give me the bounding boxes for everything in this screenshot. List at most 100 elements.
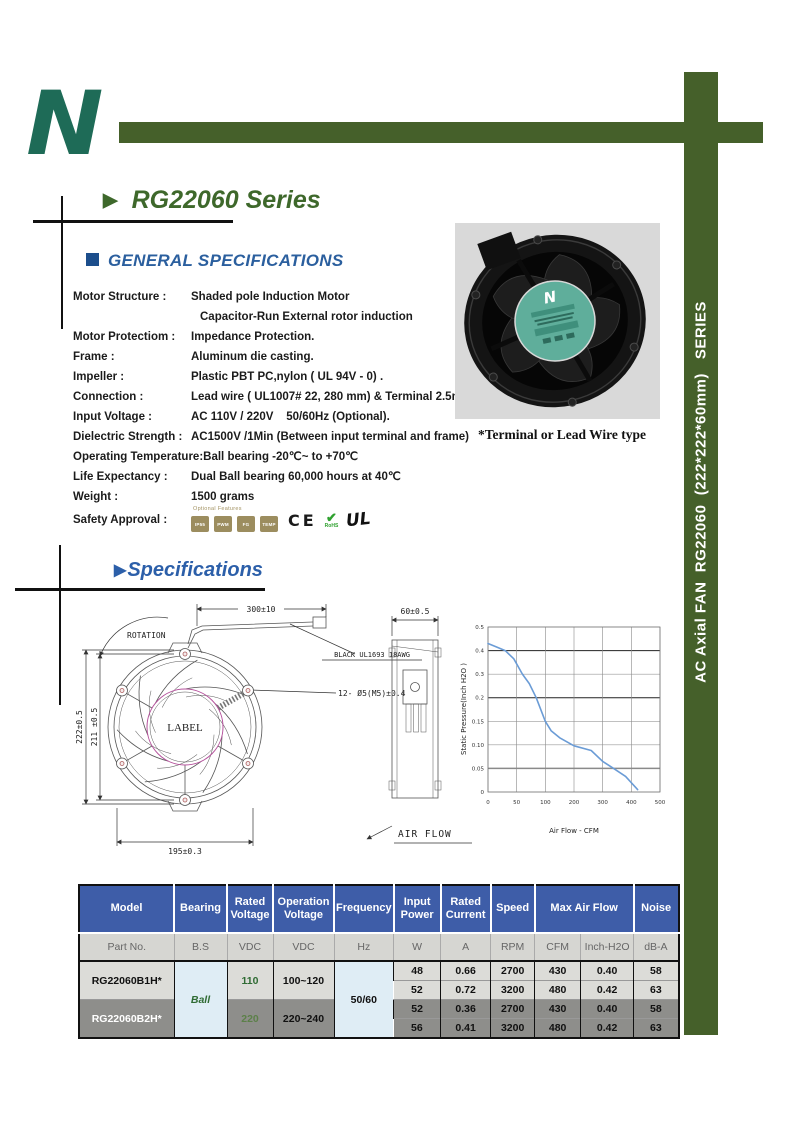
- value-cell: 52: [393, 980, 441, 1000]
- spec-value: Aluminum die casting.: [191, 351, 314, 363]
- bottom-dim-label: 195±0.3: [168, 847, 202, 856]
- x-tick-label: 200: [569, 800, 580, 806]
- value-cell: 48: [393, 960, 441, 981]
- approval-badge: FG: [237, 516, 255, 532]
- header-cell: Rated Voltage: [226, 885, 273, 934]
- header-cell: Input Power: [392, 885, 441, 934]
- unit-cell: A: [440, 932, 491, 962]
- crosshair-vertical-2: [59, 545, 61, 705]
- value-cell: 0.42: [580, 1018, 634, 1038]
- safety-approval-row: Safety Approval : Optional Features IP55…: [63, 506, 372, 532]
- model-cell: RG22060B1H*: [79, 960, 174, 1000]
- spec-value: AC1500V /1Min (Between input terminal an…: [191, 431, 469, 443]
- spec-label: Dielectric Strength :: [73, 431, 183, 443]
- value-cell: 3200: [490, 980, 535, 1000]
- badge-label: FG: [242, 521, 250, 527]
- y-tick-label: 0.15: [472, 719, 485, 725]
- spec-label: Operating Temperature:: [73, 451, 204, 463]
- fan-blade: [184, 686, 246, 703]
- bearing-cell: Ball: [173, 960, 227, 1038]
- fan-label-band-2: [534, 320, 579, 337]
- rated-voltage-cell: 110: [226, 960, 273, 1000]
- spec-value: 1500 grams: [191, 491, 255, 503]
- side-bar: [684, 72, 718, 1035]
- general-specifications-text: GENERAL SPECIFICATIONS: [108, 251, 344, 270]
- unit-cell: Hz: [333, 932, 394, 962]
- y-tick-label: 0.5: [475, 625, 484, 631]
- rohs-check-icon: ✔: [326, 510, 337, 525]
- spec-label: Motor Protectiom :: [73, 331, 176, 343]
- spec-row: Operating Temperature:Ball bearing -20℃~…: [63, 447, 483, 467]
- y-tick-label: 0.10: [472, 743, 485, 749]
- wire-connector: [312, 616, 327, 629]
- spec-value: Ball bearing -20℃~ to +70℃: [203, 451, 359, 463]
- spec-value: Capacitor-Run External rotor induction: [200, 311, 413, 323]
- outer-dim-label: 222±0.5: [75, 710, 84, 744]
- spec-row: Life Expectancy :Dual Ball bearing 60,00…: [63, 467, 483, 487]
- approval-badge: IP55: [191, 516, 209, 532]
- value-cell: 2700: [490, 960, 535, 981]
- triangle-bullet-icon: ▶: [114, 562, 127, 579]
- specifications-text: Specifications: [127, 559, 263, 581]
- unit-cell: W: [393, 932, 441, 962]
- value-cell: 0.40: [580, 999, 634, 1019]
- spec-label: Motor Structure :: [73, 291, 167, 303]
- rim-screws: [471, 235, 639, 407]
- product-photo: N: [455, 223, 660, 419]
- value-cell: 430: [534, 960, 581, 981]
- value-cell: 0.41: [440, 1018, 491, 1038]
- badge-label: TEMP: [262, 521, 276, 527]
- fan-blades: [116, 659, 248, 793]
- frequency-cell: 50/60: [333, 960, 394, 1038]
- spec-row: Dielectric Strength : AC1500V /1Min (Betw…: [63, 427, 483, 447]
- value-cell: 0.42: [580, 980, 634, 1000]
- badge-label: IP55: [194, 521, 206, 527]
- value-cell: 3200: [490, 1018, 535, 1038]
- spec-row: Frame :Aluminum die casting.: [63, 347, 483, 367]
- fan-photo-illustration: N: [464, 231, 646, 408]
- unit-cell: VDC: [226, 932, 273, 962]
- spec-label: Impeller :: [73, 371, 125, 383]
- spec-row: Impeller :Plastic PBT PC,nylon ( UL 94V …: [63, 367, 483, 387]
- wire-spec-label: BLACK UL1693 18AWG: [334, 651, 410, 659]
- unit-cell: Part No.: [79, 932, 174, 962]
- spec-label: Weight :: [73, 491, 119, 503]
- y-tick-label: 0.05: [472, 766, 485, 772]
- fan-blade: [199, 734, 223, 793]
- series-title: ▶RG22060 Series: [103, 186, 321, 215]
- header-cell: Rated Current: [439, 885, 491, 934]
- sidebar-series-text: AC Axial FAN RG22060 (222*222*60mm) SERI…: [692, 301, 710, 683]
- pressure-curve: [487, 642, 639, 791]
- value-cell: 63: [633, 980, 679, 1000]
- struts: [123, 689, 248, 797]
- fan-blade: [144, 754, 202, 783]
- safety-approval-label: Safety Approval :: [73, 514, 168, 526]
- value-cell: 0.36: [440, 999, 491, 1019]
- fan-blade: [116, 729, 172, 762]
- spec-value: Lead wire ( UL1007# 22, 280 mm) & Termin…: [191, 391, 476, 403]
- square-bullet-icon: [86, 253, 99, 266]
- rotation-label: ROTATION: [127, 631, 166, 640]
- spec-value: Shaded pole Induction Motor: [191, 291, 350, 303]
- approval-badge: PWM: [214, 516, 232, 532]
- specifications-heading: ▶Specifications: [114, 559, 263, 582]
- unit-cell: Inch-H2O: [580, 932, 634, 962]
- unit-cell: VDC: [272, 932, 334, 962]
- airflow-arrow: [366, 825, 393, 840]
- dimension-drawing: ROTATION 300±10 BLACK UL1693 18AWG 12- Ø…: [75, 604, 472, 856]
- badge-label: PWM: [217, 521, 229, 527]
- rohs-mark-icon: ✔ RoHS: [325, 511, 339, 529]
- operation-voltage-cell: 100~120: [272, 960, 334, 1000]
- x-tick-label: 50: [513, 800, 520, 806]
- spec-value: Dual Ball bearing 60,000 hours at 40℃: [191, 471, 401, 483]
- header-cell: Bearing: [173, 885, 227, 934]
- depth-dim-label: 60±0.5: [401, 607, 430, 616]
- value-cell: 480: [534, 980, 581, 1000]
